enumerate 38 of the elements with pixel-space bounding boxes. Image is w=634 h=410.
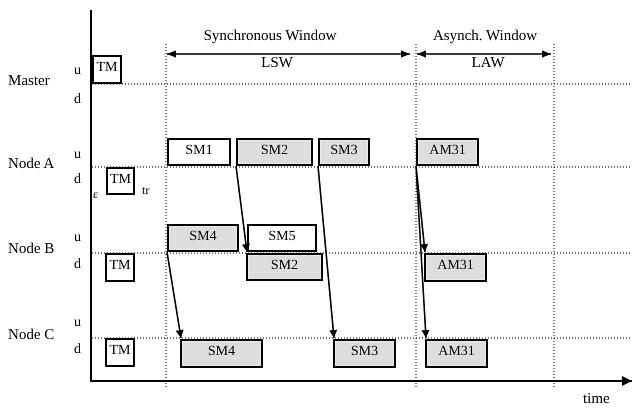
- message-box: SM3: [318, 138, 370, 166]
- message-box: TM: [105, 253, 135, 282]
- message-box: AM31: [425, 339, 488, 368]
- arrow: [415, 166, 430, 338]
- message-box: TM: [105, 338, 135, 367]
- message-box: SM1: [167, 138, 231, 166]
- label-text: time: [583, 392, 610, 407]
- label-text: Master: [8, 74, 50, 89]
- label-text: LAW: [472, 56, 504, 71]
- label-text: Asynch. Window: [432, 29, 538, 44]
- arrow: [166, 252, 184, 338]
- message-box: AM31: [424, 253, 487, 282]
- label-text: Synchronous Window: [204, 29, 336, 44]
- label-text: ε: [93, 188, 98, 200]
- label-text: d: [74, 173, 81, 187]
- arrow: [235, 166, 250, 252]
- label-text: Node B: [8, 242, 54, 257]
- label-text: u: [74, 64, 81, 78]
- label-text: d: [74, 343, 81, 357]
- label-text: u: [74, 231, 81, 245]
- message-box: SM2: [236, 138, 313, 166]
- label-text: LSW: [261, 56, 293, 71]
- label-text: d: [74, 93, 81, 107]
- message-box: SM5: [247, 224, 317, 252]
- message-box: SM4: [167, 224, 239, 252]
- label-text: u: [74, 148, 81, 162]
- message-box: TM: [106, 167, 135, 195]
- label-text: Node A: [8, 157, 54, 172]
- label-text: d: [74, 258, 81, 272]
- label-text: Node C: [8, 328, 54, 343]
- arrow: [317, 166, 338, 338]
- message-box: SM4: [180, 339, 263, 368]
- message-box: SM2: [246, 253, 323, 281]
- message-box: SM3: [333, 339, 396, 368]
- message-box: TM: [92, 55, 122, 84]
- message-box: AM31: [416, 138, 479, 166]
- label-text: tr: [142, 184, 150, 196]
- label-text: u: [74, 316, 81, 330]
